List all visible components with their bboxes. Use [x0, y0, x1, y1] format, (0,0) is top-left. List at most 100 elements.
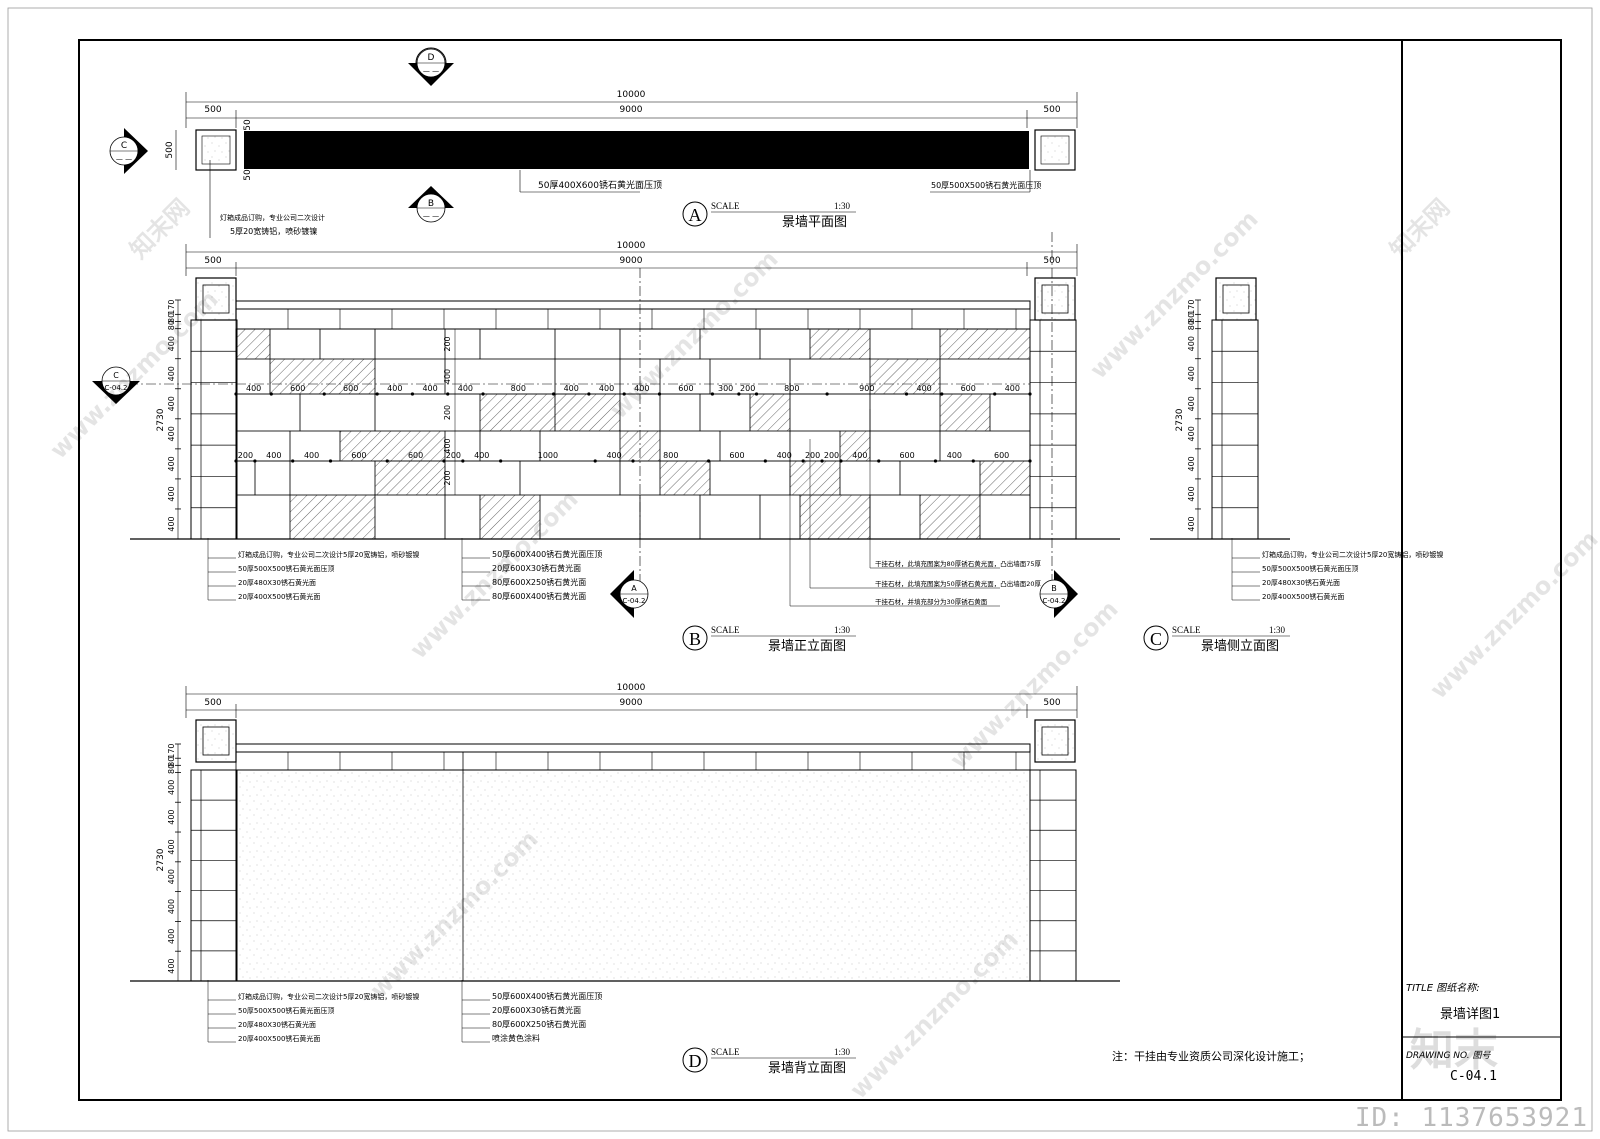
dim-dot	[820, 459, 824, 463]
vertical-dim-label: 400	[1187, 486, 1196, 501]
vertical-dim-label: 400	[167, 336, 176, 351]
stone-block	[235, 393, 301, 432]
dim-dot	[328, 459, 333, 463]
dim-dot	[291, 459, 295, 463]
horizontal-dim-label: 1000	[538, 451, 558, 460]
stone-block	[759, 328, 811, 360]
horizontal-dim-label: 400	[916, 384, 931, 393]
note-text: 80厚600X400锈石黄光面	[492, 591, 586, 601]
vertical-dim-label: 80	[167, 764, 176, 774]
stone-block	[709, 460, 791, 496]
note-text: 50厚600X400锈石黄光面压顶	[492, 991, 602, 1001]
dim-dot	[410, 392, 415, 396]
vertical-dim-label: 80	[1187, 320, 1196, 330]
stone-block	[799, 494, 871, 540]
vertical-dim-label: 400	[1187, 456, 1196, 471]
note-text: 灯箱成品订购，专业公司二次设计5厚20宽铸铝，喷砂镀镍	[1262, 550, 1443, 559]
front-title-block: B SCALE 1:30 景墙正立面图	[682, 625, 856, 654]
horizontal-dim-label: 600	[351, 451, 366, 460]
front-post-left	[190, 319, 238, 540]
note-text: 20厚480X30锈石黄光面	[238, 578, 316, 587]
dim-dot	[253, 459, 257, 463]
plan-dim-right: 500	[1043, 105, 1060, 115]
vertical-dim-label: 400	[167, 839, 176, 854]
svg-text:C-04.2: C-04.2	[1043, 597, 1066, 605]
stone-block	[979, 460, 1031, 496]
back-elevation: 10000 500 9000 500 170808040040040040040…	[130, 683, 1120, 1076]
dim-dot	[499, 459, 503, 463]
plan-callout-post: 50厚500X500锈石黄光面压顶	[931, 180, 1041, 190]
horizontal-dim-label: 400	[458, 384, 473, 393]
svg-text:景墙平面图: 景墙平面图	[782, 215, 847, 230]
vertical-dim-label: 400	[167, 486, 176, 501]
stone-block	[374, 393, 481, 432]
plan-section-mark-c[interactable]: C — —	[109, 128, 148, 174]
svg-text:景墙详图1: 景墙详图1	[1440, 1007, 1500, 1022]
stone-block	[979, 494, 1031, 540]
vertical-dim-label: 400	[167, 869, 176, 884]
horizontal-dim-label: 200	[446, 451, 461, 460]
stone-block	[639, 494, 701, 540]
mid-dim-label: 400	[443, 369, 452, 384]
svg-text:B: B	[689, 629, 701, 649]
horizontal-dim-label: 400	[606, 451, 621, 460]
svg-text:500: 500	[1043, 698, 1060, 708]
svg-text:50: 50	[243, 169, 253, 181]
svg-text:9000: 9000	[620, 256, 643, 266]
dim-dot	[552, 392, 556, 396]
stone-block	[839, 430, 871, 462]
mid-dim-label: 200	[443, 336, 452, 351]
svg-text:SCALE: SCALE	[1172, 625, 1201, 635]
stone-block	[919, 494, 981, 540]
stone-block	[479, 494, 541, 540]
horizontal-dim-label: 400	[564, 384, 579, 393]
svg-text:1:30: 1:30	[834, 625, 851, 635]
stone-block	[519, 460, 621, 496]
dim-dot	[269, 392, 273, 396]
svg-text:C-04.2: C-04.2	[105, 384, 128, 392]
front-post-right	[1029, 319, 1077, 540]
plan-section-mark-d[interactable]: D — —	[408, 47, 454, 86]
dim-dot	[754, 392, 759, 396]
vertical-dim-label: 400	[167, 929, 176, 944]
stone-block	[479, 328, 556, 360]
dim-dot	[622, 392, 626, 396]
side-title-block: C SCALE 1:30 景墙侧立面图	[1143, 625, 1290, 654]
mid-dim-label: 200	[443, 405, 452, 420]
note-text: 20厚480X30锈石黄光面	[238, 1020, 316, 1029]
svg-text:500: 500	[1043, 256, 1060, 266]
horizontal-dim-label: 200	[238, 451, 253, 460]
front-marker-a[interactable]: A C-04.2	[610, 570, 649, 618]
vertical-dim-label: 400	[1187, 336, 1196, 351]
plan-section-mark-b[interactable]: B — —	[408, 186, 454, 223]
dim-dot	[993, 392, 997, 396]
back-post-left	[190, 769, 238, 982]
front-marker-b[interactable]: B C-04.2	[1039, 570, 1078, 618]
watermark-logo: 知末	[1410, 1025, 1498, 1076]
horizontal-dim-label: 200	[805, 451, 820, 460]
horizontal-dim-label: 400	[599, 384, 614, 393]
plan-dim-main: 9000	[620, 105, 643, 115]
vertical-dim-label: 400	[167, 899, 176, 914]
title-block: TITLE 图纸名称: 景墙详图1 DRAWING NO. 图号 C-04.1	[1406, 982, 1500, 1084]
svg-text:B: B	[428, 199, 434, 209]
dim-dot	[933, 459, 938, 463]
horizontal-dim-label: 900	[859, 384, 874, 393]
front-lamp-right	[1034, 277, 1076, 321]
note-text: 20厚400X500锈石黄光面	[238, 1034, 320, 1043]
stone-block	[554, 328, 621, 360]
outer-frame	[7, 7, 1593, 1132]
note-text: 20厚400X500锈石黄光面	[238, 592, 320, 601]
dim-dot	[461, 459, 465, 463]
dim-dot	[737, 392, 741, 396]
dim-dot	[481, 392, 485, 396]
front-marker-c[interactable]: C C-04.2	[92, 366, 140, 404]
horizontal-dim-label: 400	[387, 384, 402, 393]
svg-text:C: C	[121, 141, 127, 151]
stone-block	[235, 494, 291, 540]
stone-block	[444, 494, 481, 540]
svg-text:A: A	[631, 584, 637, 593]
mid-dim-label: 200	[443, 470, 452, 485]
stone-block	[939, 328, 1031, 360]
stone-block	[789, 460, 841, 496]
